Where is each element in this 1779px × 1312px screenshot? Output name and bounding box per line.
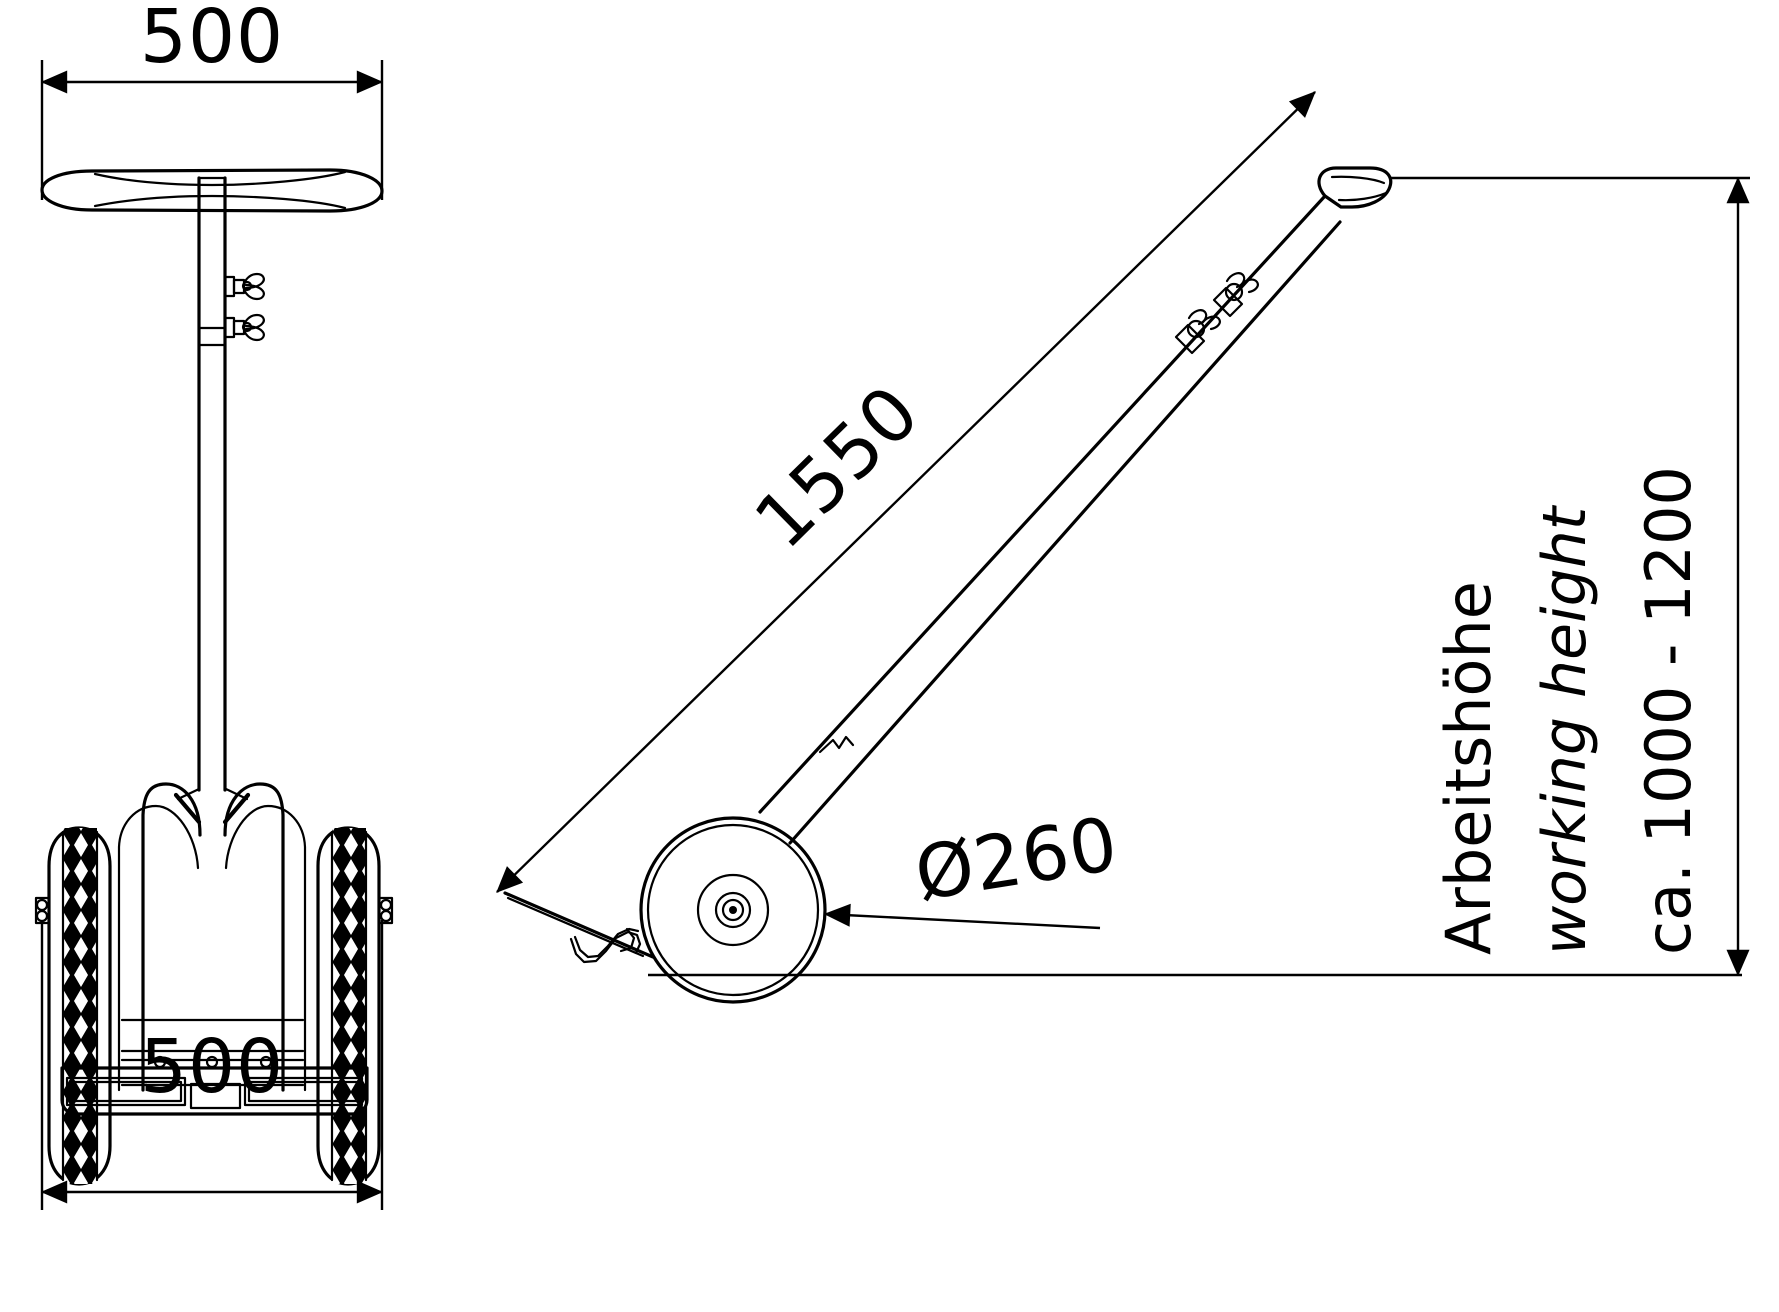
wheel-frame: [117, 782, 307, 1092]
dimension-value-bottom: 500: [140, 1024, 284, 1110]
dimension-line-inclined: [496, 91, 1316, 893]
hub-center: [729, 906, 737, 914]
leader-line: [823, 903, 1101, 930]
dimension-bottom-width: 500: [40, 920, 384, 1210]
working-height-value: ca. 1000 - 1200: [1632, 466, 1705, 955]
dimension-working-height: Arbeitshöhe working height ca. 1000 - 12…: [1390, 176, 1750, 977]
axle-cap-right: [377, 896, 394, 925]
wheel-left: [47, 826, 112, 1186]
base-plate: [60, 1055, 369, 1116]
front-elevation-view: [34, 168, 394, 1186]
dimension-top-width: 500: [40, 0, 384, 200]
hub-bearing: [721, 898, 745, 922]
working-height-label-de: Arbeitshöhe: [1432, 581, 1505, 955]
locking-knob-upper: [223, 272, 265, 301]
handle-grip: [40, 168, 384, 213]
wheel-right: [316, 826, 381, 1186]
side-toe-plate: [503, 891, 655, 959]
dimension-value-top: 500: [140, 0, 284, 80]
working-height-label-en: working height: [1530, 504, 1600, 955]
locking-knob-lower: [223, 313, 265, 342]
hub-mid: [714, 891, 752, 929]
handle-grip-end: [1317, 166, 1393, 209]
